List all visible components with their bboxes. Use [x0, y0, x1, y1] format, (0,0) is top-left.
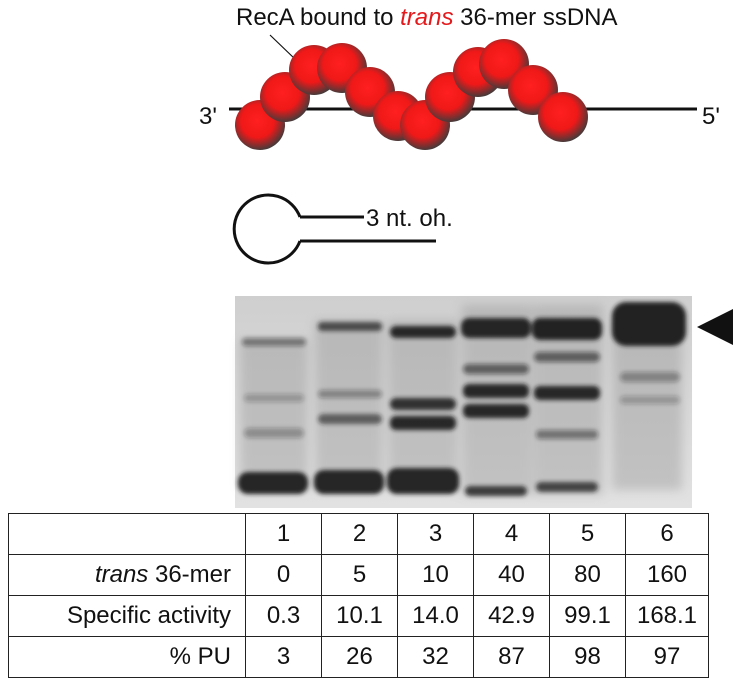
five-prime-end-label: 5' — [702, 103, 720, 130]
table-cell: 32 — [397, 636, 474, 678]
lane-number: 4 — [473, 513, 550, 555]
filament-label-prefix: RecA bound to — [236, 4, 401, 31]
results-table: 1 2 3 4 5 6 trans 36-mer 0 5 10 40 80 16… — [8, 513, 709, 678]
lane-number: 5 — [549, 513, 626, 555]
table-cell: 40 — [473, 554, 550, 596]
table-cell: 87 — [473, 636, 550, 678]
table-cell: 160 — [625, 554, 709, 596]
table-row: trans 36-mer 0 5 10 40 80 160 — [8, 554, 709, 596]
table-cell: 14.0 — [397, 595, 474, 637]
table-cell: 0 — [245, 554, 322, 596]
table-row: % PU 3 26 32 87 98 97 — [8, 636, 709, 678]
product-arrow-icon — [697, 309, 733, 345]
filament-label: RecA bound to trans 36-mer ssDNA — [236, 4, 618, 32]
row-label: trans 36-mer — [8, 554, 246, 596]
reca-monomer — [538, 92, 588, 142]
table-cell: 26 — [321, 636, 398, 678]
table-cell: 0.3 — [245, 595, 322, 637]
overhang-label: 3 nt. oh. — [366, 205, 453, 232]
reca-filament — [235, 39, 588, 150]
label-leader-line — [269, 34, 297, 61]
table-cell: 80 — [549, 554, 626, 596]
filament-label-suffix: 36-mer ssDNA — [453, 4, 618, 31]
table-row-lanes: 1 2 3 4 5 6 — [8, 513, 709, 555]
lane-number: 1 — [245, 513, 322, 555]
table-cell: 168.1 — [625, 595, 709, 637]
table-cell: 99.1 — [549, 595, 626, 637]
lane-number: 3 — [397, 513, 474, 555]
three-prime-end-label: 3' — [199, 103, 217, 130]
table-cell: 5 — [321, 554, 398, 596]
row-label: % PU — [8, 636, 246, 678]
table-cell: 10 — [397, 554, 474, 596]
table-cell: 97 — [625, 636, 709, 678]
hairpin-substrate — [232, 193, 436, 265]
table-cell: 3 — [245, 636, 322, 678]
table-cell: 10.1 — [321, 595, 398, 637]
table-row: Specific activity 0.3 10.1 14.0 42.9 99.… — [8, 595, 709, 637]
table-cell-corner — [8, 513, 246, 555]
table-cell: 42.9 — [473, 595, 550, 637]
gel-image — [235, 296, 692, 508]
row-label-text: 36-mer — [148, 561, 231, 588]
lane-number: 6 — [625, 513, 709, 555]
row-label: Specific activity — [8, 595, 246, 637]
row-label-italic: trans — [94, 561, 149, 588]
lane-number: 2 — [321, 513, 398, 555]
filament-label-trans: trans — [400, 4, 454, 31]
table-cell: 98 — [549, 636, 626, 678]
